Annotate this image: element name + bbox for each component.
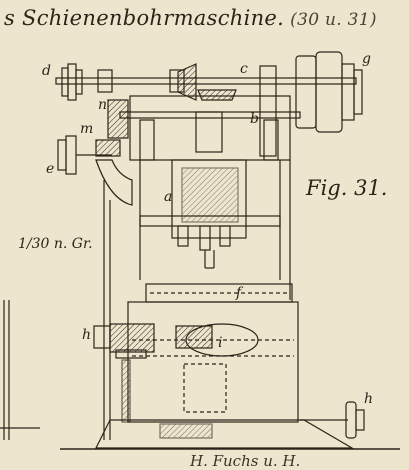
gear-h-left bbox=[93, 323, 155, 359]
pulley-d bbox=[61, 63, 83, 101]
side-bracket bbox=[95, 159, 133, 206]
label-h-right: h bbox=[364, 391, 374, 407]
caption-title: s Schienenbohrmaschine. bbox=[4, 6, 285, 30]
main-shaft bbox=[55, 77, 357, 85]
marking-ellipse-i bbox=[185, 323, 259, 357]
footer-text: H. Fuchs u. H. bbox=[190, 452, 301, 470]
gear-i bbox=[175, 325, 213, 349]
pulley-g bbox=[295, 51, 363, 133]
drill-head-a bbox=[171, 159, 247, 269]
figure-label: Fig. 31. bbox=[306, 176, 388, 200]
label-n: n bbox=[98, 97, 108, 113]
label-m: m bbox=[80, 121, 94, 137]
lower-housing bbox=[127, 301, 299, 423]
figure-caption: s Schienenbohrmaschine.(30 u. 31) bbox=[4, 6, 377, 30]
label-f: f bbox=[236, 285, 242, 301]
gear-stack bbox=[107, 99, 129, 139]
side-rack bbox=[121, 359, 131, 423]
scale-note: 1/30 n. Gr. bbox=[18, 236, 93, 252]
label-b: b bbox=[250, 111, 259, 127]
label-g: g bbox=[362, 51, 371, 67]
handwheel-h-right bbox=[300, 401, 365, 439]
label-e: e bbox=[46, 161, 55, 177]
label-i: i bbox=[218, 335, 223, 351]
label-a: a bbox=[164, 189, 173, 205]
caption-reference: (30 u. 31) bbox=[290, 10, 377, 30]
label-d: d bbox=[42, 63, 51, 79]
lower-shaft bbox=[119, 111, 301, 119]
bevel-gear bbox=[177, 63, 197, 101]
machine-base bbox=[95, 419, 355, 449]
label-h-left: h bbox=[82, 327, 92, 343]
label-c: c bbox=[240, 61, 248, 77]
